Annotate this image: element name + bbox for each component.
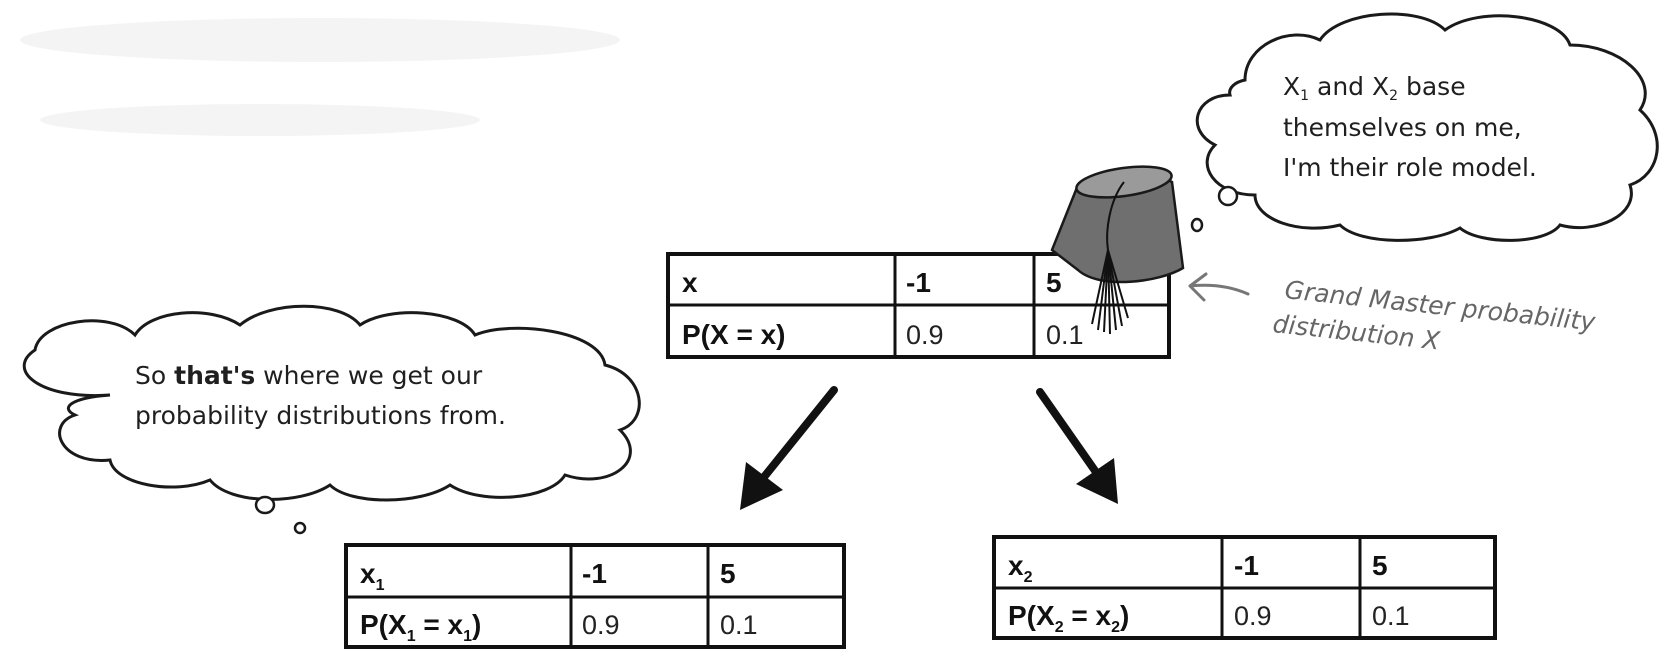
arrow-down-left-icon: [740, 386, 838, 510]
master-row2-value2: 0.1: [1046, 320, 1084, 350]
master-row1-value2: 5: [1046, 267, 1062, 298]
x2-row1-value1: -1: [1234, 550, 1259, 581]
thought-cloud-icon: [1195, 12, 1659, 242]
background-smudges: [20, 18, 620, 136]
thought-right-line2: themselves on me,: [1283, 113, 1522, 142]
x1-row2-value2: 0.1: [720, 610, 758, 640]
arrow-down-right-icon: [1036, 388, 1118, 504]
grand-master-annotation: Grand Master probability distribution X: [1188, 272, 1598, 356]
x2-row2-value1: 0.9: [1234, 601, 1272, 631]
thought-right-line3: I'm their role model.: [1283, 153, 1537, 182]
distribution-table-x2: x2 -1 5 P(X2 = x2) 0.9 0.1: [992, 535, 1497, 640]
curved-pointer-arrow-icon: [1188, 272, 1250, 302]
x2-row2-value2: 0.1: [1372, 601, 1410, 631]
master-distribution-table: x -1 5 P(X = x) 0.9 0.1: [666, 252, 1171, 359]
x1-row1-value2: 5: [720, 558, 736, 589]
master-row2-value1: 0.9: [906, 320, 944, 350]
thought-bubble-dot: [293, 521, 307, 535]
master-row2-header: P(X = x): [682, 319, 785, 350]
thought-bubble-dot: [1217, 185, 1239, 207]
x1-row2-value1: 0.9: [582, 610, 620, 640]
thought-bubble-dot: [1190, 217, 1204, 233]
thought-cloud-left: So that's where we get our probability d…: [22, 304, 641, 535]
master-row1-header: x: [682, 267, 698, 298]
thought-left-line2: probability distributions from.: [135, 401, 506, 430]
x2-row2-header: P(X2 = x2): [1008, 600, 1129, 636]
thought-right-line1: X1 and X2 base: [1283, 72, 1466, 104]
x2-row1-value2: 5: [1372, 550, 1388, 581]
distribution-table-x1: x1 -1 5 P(X1 = x1) 0.9 0.1: [344, 543, 846, 649]
thought-cloud-right: X1 and X2 base themselves on me, I'm the…: [1190, 12, 1659, 242]
x1-row1-value1: -1: [582, 558, 607, 589]
x1-row1-header: x1: [360, 558, 385, 594]
x2-row1-header: x2: [1008, 550, 1033, 586]
thought-cloud-icon: [22, 304, 641, 502]
master-row1-value1: -1: [906, 267, 931, 298]
thought-left-line1: So that's where we get our: [135, 361, 483, 390]
thought-bubble-dot: [254, 495, 276, 515]
x1-row2-header: P(X1 = x1): [360, 609, 481, 645]
fez-hat-icon: [1050, 165, 1185, 335]
